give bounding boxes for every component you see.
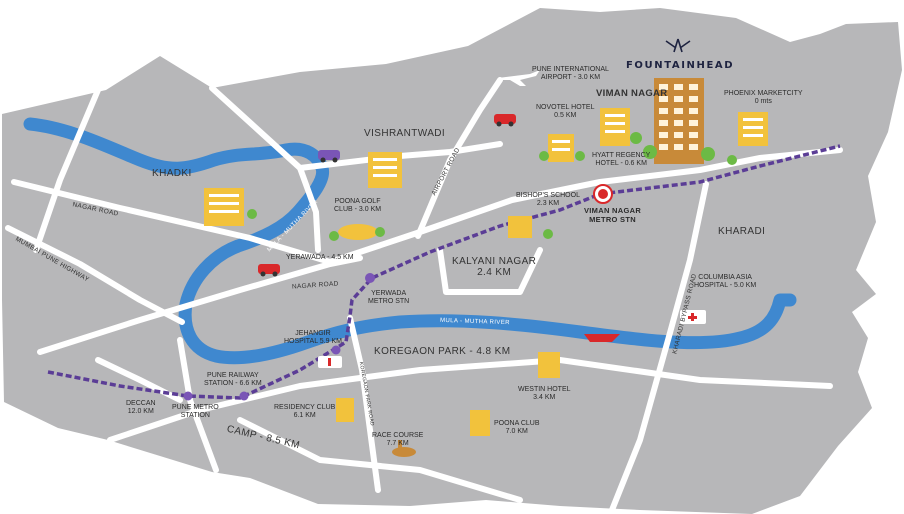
- horse-rider-icon: [392, 440, 416, 457]
- fountainhead-tower: [643, 78, 715, 164]
- road-upper-diagonal: [209, 85, 321, 253]
- building-vishrantwadi: [368, 152, 402, 188]
- road-bottom-1: [107, 357, 833, 443]
- station-viman-nagar-metro[interactable]: VIMAN NAGAR METRO STN: [584, 206, 642, 224]
- building-novotel: [539, 134, 585, 162]
- building-bishops: [508, 216, 553, 239]
- landmark-residency-club[interactable]: RESIDENCY CLUB 6.1 KM: [274, 404, 336, 419]
- boat-icon: [584, 334, 620, 342]
- area-kalyani-nagar: KALYANI NAGAR 2.4 KM: [452, 256, 537, 278]
- metro-stop-pune-metro[interactable]: [183, 391, 193, 401]
- road-left-vertical: [33, 87, 101, 253]
- landmark-hyatt[interactable]: HYATT REGENCY HOTEL - 0.6 KM: [592, 152, 651, 167]
- area-khadki: KHADKI: [152, 168, 192, 179]
- landmark-bishops-school[interactable]: BISHOP'S SCHOOL 2.3 KM: [516, 192, 580, 207]
- brand-name: FOUNTAINHEAD: [626, 60, 735, 71]
- airplane-icon: [498, 70, 540, 86]
- road-kharadi-bypass: [609, 181, 709, 513]
- metro-stop-pune-railway[interactable]: [239, 391, 249, 401]
- landmark-jehangir[interactable]: JEHANGIR HOSPITAL 5.9 KM: [284, 330, 342, 345]
- building-phoenix: [727, 112, 768, 165]
- station-pune-metro[interactable]: PUNE METRO STATION: [172, 404, 219, 419]
- winged-crest-icon: [665, 38, 691, 53]
- metro-station-icon[interactable]: [593, 184, 613, 204]
- ambulance-icon: [680, 310, 706, 324]
- building-poona-club: [470, 410, 490, 436]
- area-vishrantwadi: VISHRANTWADI: [364, 128, 446, 139]
- landmark-race-course[interactable]: RACE COURSE 7.7 KM: [372, 432, 424, 447]
- road-koregaon-park: [347, 315, 381, 493]
- landmark-deccan[interactable]: DECCAN 12.0 KM: [126, 400, 156, 415]
- landmark-poona-club[interactable]: POONA CLUB 7.0 KM: [494, 420, 540, 435]
- road-kalyani-box: [437, 247, 543, 295]
- car-icon-yerawada: [258, 264, 280, 277]
- landmark-airport[interactable]: PUNE INTERNATIONAL AIRPORT - 3.0 KM: [532, 66, 609, 81]
- landmark-westin[interactable]: WESTIN HOTEL 3.4 KM: [518, 386, 571, 401]
- golf-green: [329, 224, 385, 241]
- car-icon-vishrantwadi: [318, 150, 340, 163]
- car-icon: [494, 114, 516, 127]
- area-koregaon-park: KOREGAON PARK - 4.8 KM: [374, 346, 511, 357]
- landmark-yerawada[interactable]: YERAWADA - 4.5 KM: [286, 254, 354, 261]
- building-westin: [538, 352, 560, 378]
- road-vishrantwadi: [297, 141, 503, 171]
- building-residency: [336, 398, 354, 422]
- metro-stop-jehangir[interactable]: [331, 345, 341, 355]
- area-viman-nagar: VIMAN NAGAR: [596, 88, 668, 99]
- metro-stop-yerwada[interactable]: [365, 273, 375, 283]
- building-hyatt: [600, 108, 642, 146]
- area-kharadi: KHARADI: [718, 226, 766, 237]
- landmark-pune-railway[interactable]: PUNE RAILWAY STATION - 6.6 KM: [204, 372, 262, 387]
- station-yerwada-metro[interactable]: YERWADA METRO STN: [368, 290, 410, 305]
- building-khadki: [204, 188, 257, 226]
- metro-line: [47, 144, 841, 400]
- road-horizontal-center: [37, 255, 363, 355]
- road-airport: [415, 77, 503, 239]
- landmark-poona-golf[interactable]: POONA GOLF CLUB - 3.0 KM: [334, 198, 382, 213]
- road-bottom-3: [237, 417, 523, 503]
- road-nagar-road-west: [11, 179, 333, 265]
- landmark-columbia-asia[interactable]: COLUMBIA ASIA HOSPITAL - 5.0 KM: [694, 274, 757, 289]
- ambulance-icon-jehangir: [318, 356, 342, 368]
- landmark-phoenix[interactable]: PHOENIX MARKETCITY 0 mts: [724, 90, 803, 105]
- landmark-novotel[interactable]: NOVOTEL HOTEL 0.5 KM: [536, 104, 595, 119]
